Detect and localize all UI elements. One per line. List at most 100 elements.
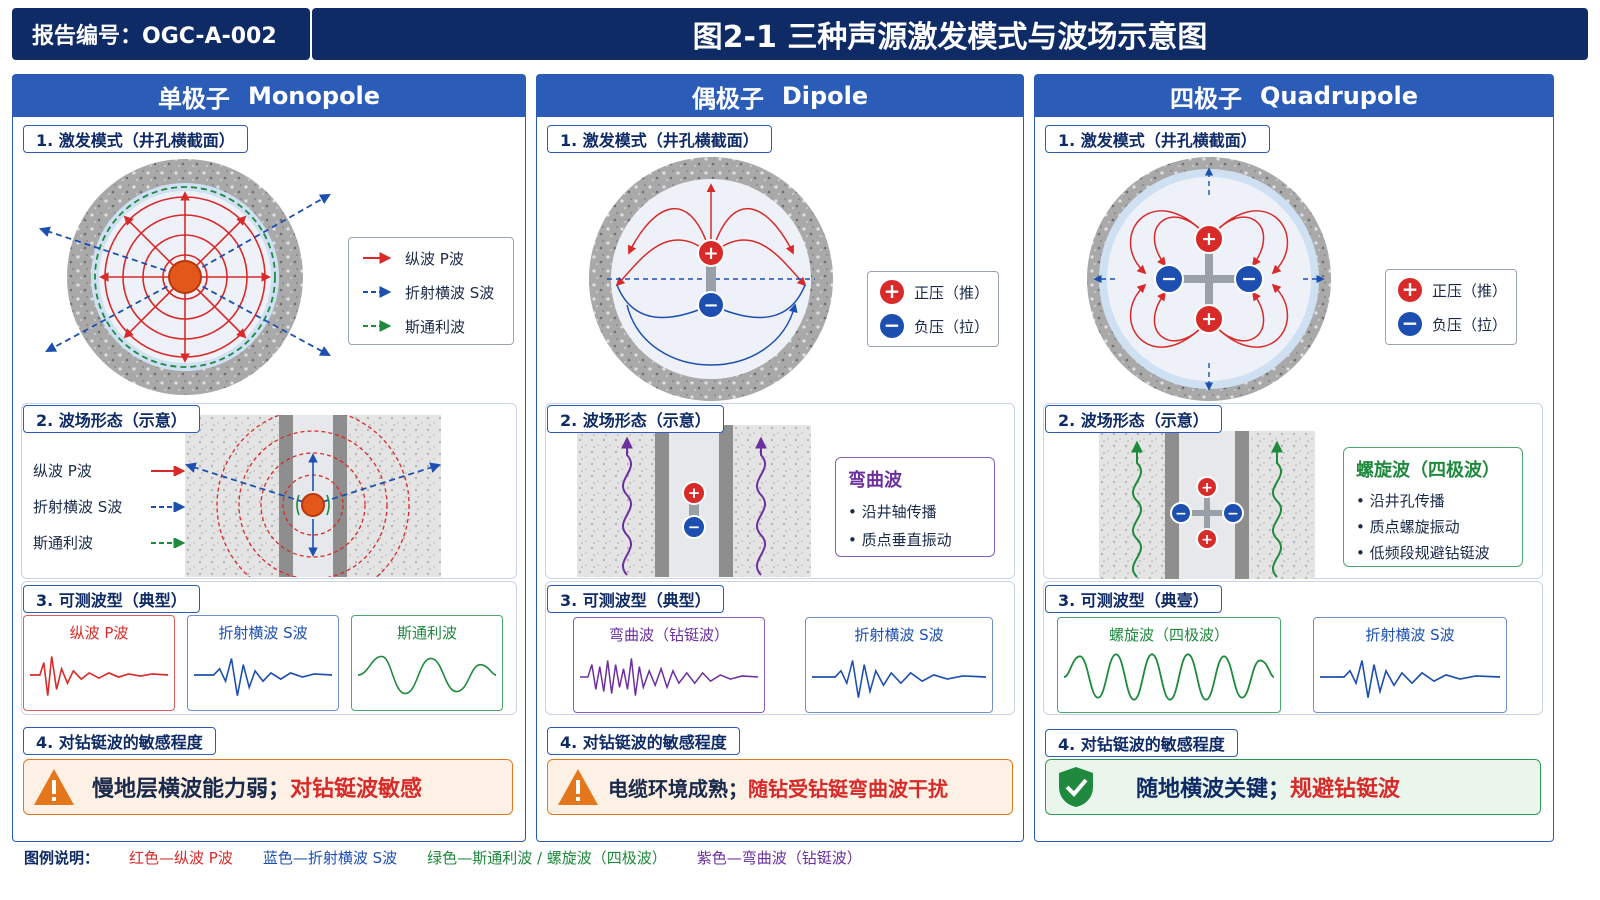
legend-negative-label: 负压（拉） [914, 317, 990, 336]
legend-s-wave-label: 折射横波 S波 [405, 283, 495, 302]
monopole-side-labels: 纵波 P波 折射横波 S波 斯通利波 [33, 453, 189, 561]
p-wave-trace [30, 656, 168, 696]
figure-title: 图2-1 三种声源激发模式与波场示意图 [312, 8, 1588, 60]
quadrupole-alert: 随地横波关键；规避钻铤波 [1045, 759, 1541, 815]
legend-stoneley-label: 斯通利波 [405, 317, 466, 336]
dipole-info-title: 弯曲波 [848, 470, 902, 491]
screw-wave-trace [1064, 653, 1274, 701]
plus-icon: + [880, 280, 904, 304]
minus-icon: − [880, 314, 904, 338]
dipole-info: 弯曲波 • 沿井轴传播 • 质点垂直振动 [835, 457, 995, 557]
svg-text:−: − [1161, 268, 1177, 290]
side-label-s: 折射横波 S波 [33, 498, 186, 516]
dipole-cross-section: + − [589, 157, 833, 401]
blue-arrow-icon [363, 286, 392, 298]
dipole-alert-text: 电缆环境成熟； [608, 776, 748, 801]
footer-item-red: 红色—纵波 P波 [129, 848, 233, 867]
quadrupole-alert-text: 随地横波关键； [1136, 777, 1291, 802]
dipole-info-item: • 质点垂直振动 [848, 531, 952, 549]
svg-text:+: + [1201, 532, 1213, 548]
svg-text:+: + [1201, 228, 1217, 250]
monopole-section-4-label: 4. 对钻铤波的敏感程度 [23, 727, 216, 755]
svg-text:+: + [688, 484, 701, 502]
s-wave-trace [1320, 660, 1500, 698]
dipole-name-cn: 偶极子 [691, 84, 764, 113]
monopole-legend: 纵波 P波 折射横波 S波 斯通利波 [348, 237, 514, 345]
monopole-alert: 慢地层横波能力弱；对钻铤波敏感 [23, 759, 513, 815]
wave-s-title: 折射横波 S波 [854, 626, 944, 644]
dipole-wave-flexural: 弯曲波（钻铤波） [573, 617, 765, 713]
svg-text:−: − [703, 295, 718, 316]
monopole-cross-section [38, 159, 331, 395]
legend-positive-label: 正压（推） [914, 283, 990, 302]
legend-positive-label: 正压（推） [1432, 281, 1508, 300]
dipole-name-en: Dipole [781, 82, 869, 110]
quadrupole-legend: + 正压（推） −负压（拉） [1385, 269, 1517, 345]
dipole-section-1-label: 1. 激发模式（井孔横截面） [547, 125, 772, 153]
quadrupole-info: 螺旋波（四极波） • 沿井孔传播 • 质点螺旋振动 • 低频段规避钻铤波 [1343, 447, 1523, 567]
wave-st-title: 斯通利波 [396, 624, 457, 642]
dipole-section-3-label: 3. 可测波型（典型） [547, 585, 724, 613]
dipole-info-item: • 沿井轴传播 [848, 503, 937, 521]
monopole-section-3-label: 3. 可测波型（典型） [23, 585, 200, 613]
dipole-section-2-label: 2. 波场形态（示意） [547, 405, 724, 433]
monopole-alert-emphasis: 对钻铤波敏感 [290, 777, 423, 802]
footer-label: 图例说明： [24, 848, 100, 867]
minus-icon: − [1398, 312, 1422, 336]
quadrupole-section-3-label: 3. 可测波型（典壹） [1045, 585, 1222, 613]
svg-text:−: − [1241, 268, 1257, 290]
legend-negative: −负压（拉） [1386, 307, 1516, 341]
legend-positive: + 正压（推） [1386, 273, 1516, 307]
svg-text:−: − [1227, 506, 1239, 522]
quadrupole-section-2-label: 2. 波场形态（示意） [1045, 405, 1222, 433]
svg-text:−: − [688, 518, 701, 536]
warning-icon [24, 767, 84, 807]
quadrupole-wave-s: 折射横波 S波 [1313, 617, 1507, 713]
dipole-section-4-label: 4. 对钻铤波的敏感程度 [547, 727, 740, 755]
quadrupole-section-4-label: 4. 对钻铤波的敏感程度 [1045, 729, 1238, 757]
quadrupole-info-title: 螺旋波（四极波） [1356, 460, 1500, 481]
quadrupole-info-item: • 质点螺旋振动 [1356, 518, 1460, 536]
dipole-section-3 [545, 581, 1015, 715]
quadrupole-wave-screw: 螺旋波（四极波） [1057, 617, 1281, 713]
monopole-column: 单极子 Monopole 1. 激发模式（井孔横截面） 纵波 P波 折射横波 S… [12, 74, 526, 842]
quadrupole-alert-emphasis: 规避钻铤波 [1290, 777, 1401, 802]
svg-text:+: + [703, 243, 718, 264]
monopole-name-en: Monopole [247, 82, 381, 110]
monopole-section-1-label: 1. 激发模式（井孔横截面） [23, 125, 248, 153]
dipole-section-2 [545, 403, 1015, 579]
monopole-section-2-label: 2. 波场形态（示意） [23, 405, 200, 433]
dipole-wavefield: + − [577, 425, 811, 577]
report-id: 报告编号：OGC-A-002 [12, 8, 310, 60]
svg-text:+: + [1201, 480, 1213, 496]
quadrupole-column: 四极子 Quadrupole 1. 激发模式（井孔横截面） + + − − + 正… [1034, 74, 1554, 842]
footer-item-green: 绿色—斯通利波 / 螺旋波（四极波） [427, 848, 667, 867]
monopole-section-3 [21, 581, 517, 715]
dipole-legend: + 正压（推） −负压（拉） [867, 271, 999, 347]
shield-check-icon [1046, 765, 1106, 809]
footer-item-blue: 蓝色—折射横波 S波 [262, 848, 398, 867]
svg-text:+: + [1201, 308, 1217, 330]
stoneley-wave-trace [358, 655, 496, 695]
side-label-st: 斯通利波 [33, 534, 186, 552]
dipole-alert: 电缆环境成熟；随钻受钻铤弯曲波干扰 [547, 759, 1013, 815]
quadrupole-section-3 [1043, 581, 1543, 715]
quadrupole-wavefield: + + − − [1099, 431, 1315, 579]
plus-icon: + [1398, 278, 1422, 302]
dipole-alert-emphasis: 随钻受钻铤弯曲波干扰 [748, 776, 948, 801]
quadrupole-section-1-label: 1. 激发模式（井孔横截面） [1045, 125, 1270, 153]
legend-s-wave: 折射横波 S波 [349, 275, 513, 309]
dipole-header: 偶极子 Dipole [537, 75, 1023, 117]
dipole-wave-s: 折射横波 S波 [805, 617, 993, 713]
wave-s-title: 折射横波 S波 [1365, 626, 1455, 644]
green-arrow-icon [363, 320, 392, 332]
legend-negative: −负压（拉） [868, 309, 998, 343]
footer-item-purple: 紫色—弯曲波（钻铤波） [696, 848, 862, 867]
quadrupole-name-cn: 四极子 [1170, 84, 1243, 113]
legend-p-wave: 纵波 P波 [349, 241, 513, 275]
footer-legend: 图例说明： 红色—纵波 P波 蓝色—折射横波 S波 绿色—斯通利波 / 螺旋波（… [24, 846, 862, 868]
legend-p-wave-label: 纵波 P波 [405, 249, 464, 268]
warning-icon [548, 767, 608, 807]
monopole-wave-s: 折射横波 S波 [187, 615, 339, 711]
quadrupole-header: 四极子 Quadrupole [1035, 75, 1553, 117]
